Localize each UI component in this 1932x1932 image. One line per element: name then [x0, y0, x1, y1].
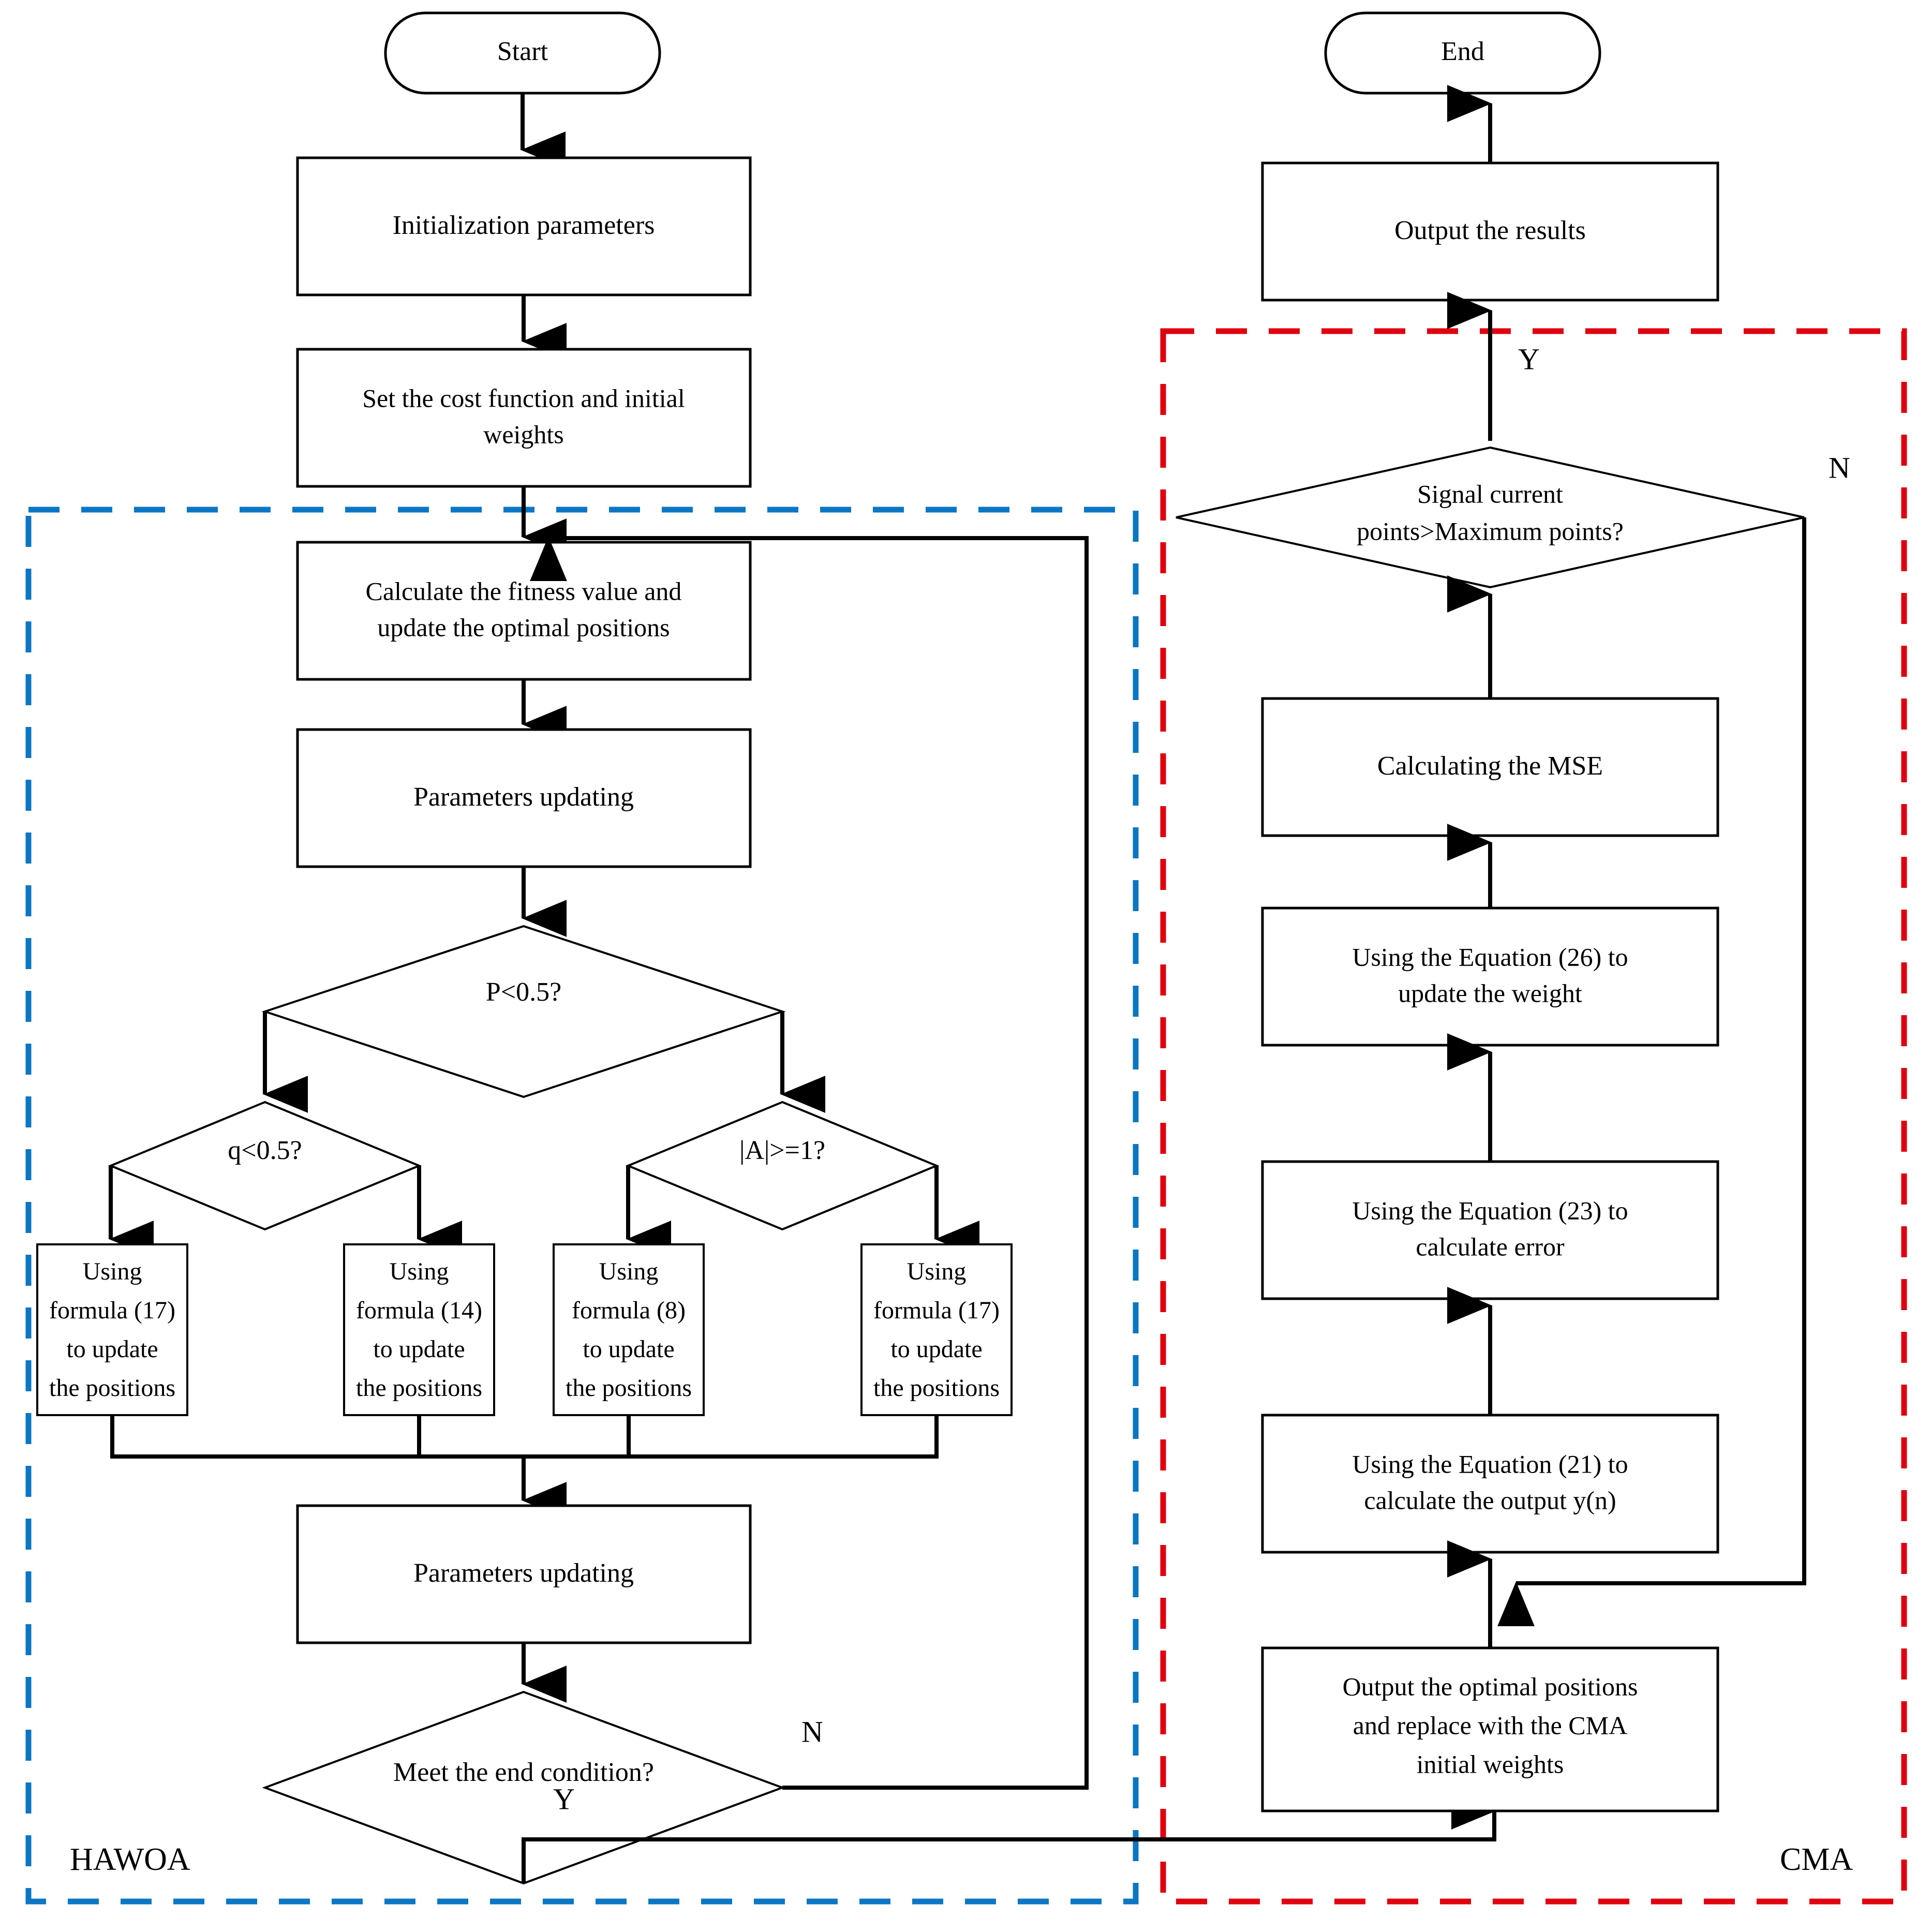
node-formula14-line1: Using	[390, 1258, 449, 1285]
node-cmaout-line2: and replace with the CMA	[1353, 1711, 1627, 1740]
node-eq21-line2: calculate the output y(n)	[1364, 1485, 1616, 1514]
node-paramup1-shape	[296, 728, 752, 868]
node-decision-points-line1: Signal current	[1417, 479, 1563, 508]
node-mse-label: Calculating the MSE	[1377, 751, 1603, 781]
edge-merge-f17a	[110, 1415, 524, 1459]
node-eq23-line2: calculate error	[1416, 1232, 1565, 1261]
node-eq21-line1: Using the Equation (21) to	[1352, 1449, 1628, 1478]
node-formula17a-shape	[36, 1243, 188, 1416]
node-formula8-line4: the positions	[566, 1374, 692, 1402]
node-decision-points-line2: points>Maximum points?	[1357, 516, 1624, 545]
group-label-hawoa: HAWOA	[70, 1842, 190, 1877]
node-eq26-shape	[1261, 906, 1719, 1047]
node-setcost-shape	[296, 348, 752, 488]
node-paramup2-shape	[296, 1504, 752, 1644]
node-decision-q-label: q<0.5?	[228, 1136, 302, 1165]
edge-label-end-yes: Y	[553, 1782, 575, 1816]
node-end-label: End	[1441, 37, 1484, 66]
node-decision-a-label: |A|>=1?	[739, 1136, 825, 1165]
edge-merge-f17b	[524, 1415, 939, 1459]
node-formula17b-line2: formula (17)	[873, 1297, 1000, 1324]
node-paramup2-label: Parameters updating	[413, 1558, 634, 1588]
node-formula17a-line2: formula (17)	[49, 1297, 175, 1324]
node-formula17b-line3: to update	[890, 1335, 982, 1363]
group-box-hawoa	[25, 507, 1139, 1905]
node-formula8-shape	[553, 1243, 705, 1416]
node-formula14-line2: formula (14)	[356, 1297, 482, 1324]
node-formula17b-shape	[860, 1243, 1013, 1416]
node-decision-q-shape	[108, 1101, 422, 1231]
node-start-label: Start	[497, 37, 548, 66]
node-output-label: Output the results	[1394, 216, 1586, 245]
edge-decend-no-loop	[530, 536, 1089, 1790]
node-decision-p-label: P<0.5?	[486, 977, 561, 1007]
node-formula14-line3: to update	[373, 1335, 465, 1363]
node-formula17b-line4: the positions	[873, 1374, 1000, 1402]
node-decision-p-shape	[261, 925, 786, 1098]
node-init-label: Initialization parameters	[393, 211, 655, 240]
node-cmaout-shape	[1261, 1646, 1719, 1812]
node-eq21-shape	[1261, 1414, 1719, 1554]
edge-decend-yes	[522, 1792, 1496, 1883]
edge-label-end-no: N	[801, 1715, 823, 1748]
node-formula8-line2: formula (8)	[572, 1297, 686, 1324]
node-fitness-line1: Calculate the fitness value and	[366, 576, 682, 605]
node-eq26-line1: Using the Equation (26) to	[1352, 942, 1628, 971]
group-box-cma	[1160, 328, 1907, 1905]
node-formula14-line4: the positions	[356, 1374, 482, 1402]
node-formula17b-line1: Using	[907, 1258, 967, 1285]
node-decision-a-shape	[625, 1101, 940, 1231]
node-formula14-shape	[343, 1243, 495, 1416]
group-label-cma: CMA	[1780, 1842, 1853, 1877]
node-eq23-shape	[1261, 1160, 1719, 1300]
node-init-shape	[296, 156, 752, 296]
node-setcost-line2: weights	[483, 420, 564, 449]
edge-label-points-no: N	[1829, 451, 1850, 484]
node-fitness-shape	[296, 541, 752, 681]
node-cmaout-line3: initial weights	[1417, 1749, 1564, 1778]
edge-label-points-yes: Y	[1518, 342, 1540, 376]
node-formula8-line1: Using	[599, 1258, 659, 1285]
node-formula8-line3: to update	[583, 1335, 674, 1363]
node-eq23-line1: Using the Equation (23) to	[1352, 1196, 1628, 1225]
node-formula17a-line1: Using	[83, 1258, 142, 1285]
node-eq26-line2: update the weight	[1398, 978, 1582, 1007]
node-decision-end-label: Meet the end condition?	[393, 1758, 654, 1787]
node-fitness-line2: update the optimal positions	[377, 613, 670, 642]
node-formula17a-line4: the positions	[49, 1374, 175, 1402]
node-cmaout-line1: Output the optimal positions	[1343, 1672, 1638, 1701]
node-paramup1-label: Parameters updating	[413, 782, 634, 812]
node-formula17a-line3: to update	[66, 1335, 158, 1363]
node-setcost-line1: Set the cost function and initial	[362, 383, 685, 412]
edge-decpoints-no-loop	[1497, 517, 1806, 1627]
